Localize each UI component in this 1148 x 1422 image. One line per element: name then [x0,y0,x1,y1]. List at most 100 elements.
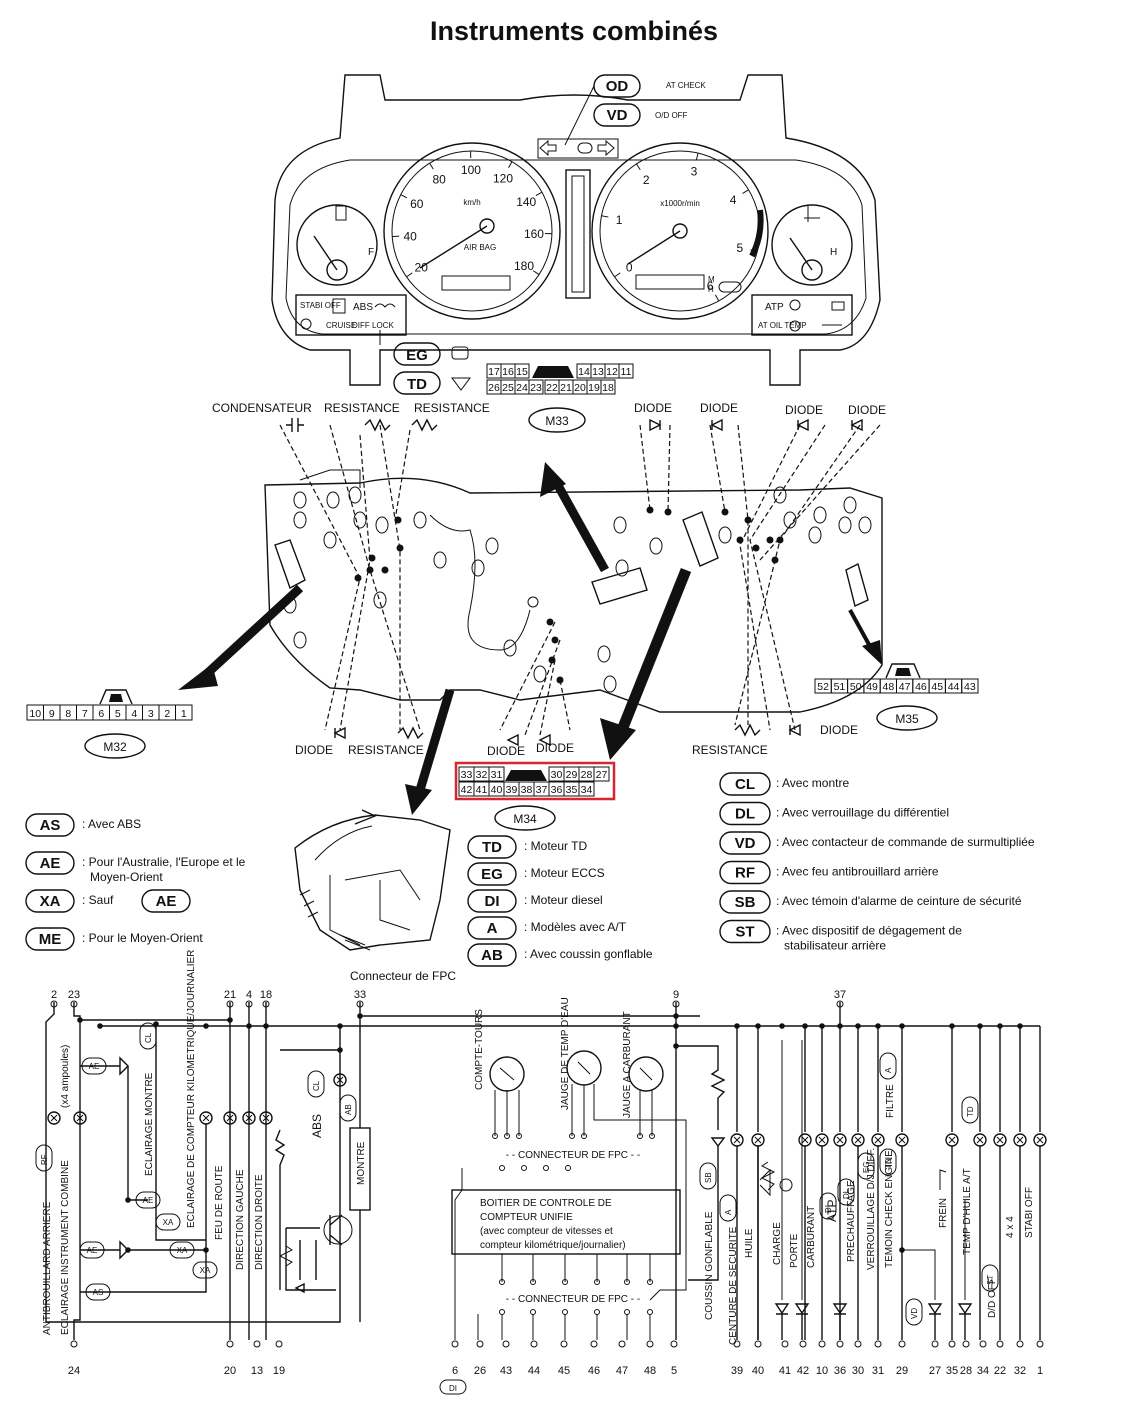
legend-badge [467,889,517,913]
junction [125,1247,131,1253]
legend-badge [719,860,771,885]
seatbelt-icon [789,299,801,311]
m34-pin: 40 [491,784,503,796]
pcb-hole [375,516,389,534]
wiring-top-pin-dot [356,1000,364,1008]
lead-dot [736,536,744,544]
legend-line: : Avec dispositif de dégagement de [776,924,962,938]
indicator-lamp-filament [948,1136,956,1144]
wiring-tag: AB [344,1104,353,1115]
pcb-hole [718,526,732,544]
indicator-lamp-filament [874,1136,882,1144]
legend-code: AE [156,893,177,910]
junction [977,1023,983,1029]
wiring-bottom-pin: 48 [644,1365,656,1377]
legend-badge [719,919,771,944]
lamp-abs [333,1073,347,1087]
speedo-tick [532,270,540,275]
fpc-pin [492,1133,498,1139]
vlabel-stabi-off: STABI OFF [1024,1187,1035,1238]
wiring-bottom-pin-dot [530,1340,538,1348]
legend-badge [719,801,771,826]
lead-dot [766,536,774,544]
tachometer-dial [591,142,769,320]
legend-text: : Avec coussin gonflable [524,947,653,961]
wiring-tag-badge [837,1178,855,1206]
indicator-lamp-filament [1036,1136,1044,1144]
speedometer-needle [419,225,488,269]
indicator-lamp [833,1133,847,1147]
battery-icon [831,301,845,311]
fpc-pin [516,1133,522,1139]
highlight-box [454,761,616,801]
lamp-dir-droite [259,1111,273,1125]
tacho-tick [742,189,749,194]
turn-left-icon [539,139,557,157]
legend-text: : Sauf [82,893,114,907]
trip-window [635,274,705,290]
vlabel-feu-de-route: FEU DE ROUTE [214,1165,225,1240]
speedometer-unit: km/h [463,198,480,207]
junction [246,1023,252,1029]
m33-cell [618,363,634,379]
vlabel-coussin: COUSSIN GONFLABLE [704,1211,715,1320]
wiring-top-pin: 37 [834,989,846,1001]
label-diode-7: DIODE [536,741,574,755]
pcb-hole [533,665,547,683]
junction [949,1023,955,1029]
m33-key [532,366,574,378]
wiring-tag-badge [139,1022,157,1050]
m33-pin: 24 [516,382,528,394]
m33-pin: 21 [560,382,572,394]
speedo-tick-label: 120 [493,171,513,185]
m34-pin: 27 [596,769,608,781]
vlabel-porte: PORTE [789,1233,800,1268]
page-title: Instruments combinés [430,16,718,46]
lamp-antibrouillard [47,1111,61,1125]
wiring-bottom-pin: 10 [816,1365,828,1377]
wiring-bottom-pin: 40 [752,1365,764,1377]
pcb-hole [773,486,787,504]
lead-dot [394,516,402,524]
m33-pin: 20 [574,382,586,394]
legend-badge [467,943,517,967]
indicator-lamp-filament [801,1136,809,1144]
wiring-tag: AE [143,1196,154,1205]
wiring-bottom-pin: 19 [273,1365,285,1377]
wiring-bottom-pin: 5 [671,1365,677,1377]
vlabel-atp: ATP [825,1200,839,1222]
lamp-dir-droite-filament [262,1114,270,1122]
wiring-bottom-pin-dot [948,1340,956,1348]
wiring-bottom-pin: 24 [68,1365,80,1377]
vlabel-temp-huile: TEMP D'HUILE A/T [962,1168,973,1255]
wiring-tag-badge [961,1096,979,1124]
gauge-label-fuel: JAUGE A CARBURANT [622,1011,633,1118]
speedo-tick [406,272,413,278]
diode [957,1303,973,1315]
m34-pin: 38 [521,784,533,796]
legend-badge [467,835,517,859]
temperature-needle [789,237,813,271]
fpc-pin [565,1165,571,1171]
m34-pin: 29 [566,769,578,781]
wiring-bottom-pin-dot [854,1340,862,1348]
fpc-pin [530,1309,536,1315]
speedometer-dial [383,142,561,320]
wiring-bottom-pin: 36 [834,1365,846,1377]
legend-badge [719,831,771,855]
junction [755,1023,761,1029]
m35-pin: 43 [964,681,976,693]
junction [125,1197,131,1203]
diode [794,1303,810,1315]
legend-line: : Pour l'Australie, l'Europe et le [82,855,246,869]
m34-pin: 32 [476,769,488,781]
wiring-bottom-pin: 34 [977,1365,989,1377]
vlabel-eclairage-instrument: ECLAIRAGE INSTRUMENT COMBINE [60,1160,71,1335]
wiring-bottom-pin: 45 [558,1365,570,1377]
diode [927,1303,943,1315]
wiring-bottom-pin-dot [476,1340,484,1348]
wiring-bottom-pin: 30 [852,1365,864,1377]
legend-badge [719,772,771,796]
